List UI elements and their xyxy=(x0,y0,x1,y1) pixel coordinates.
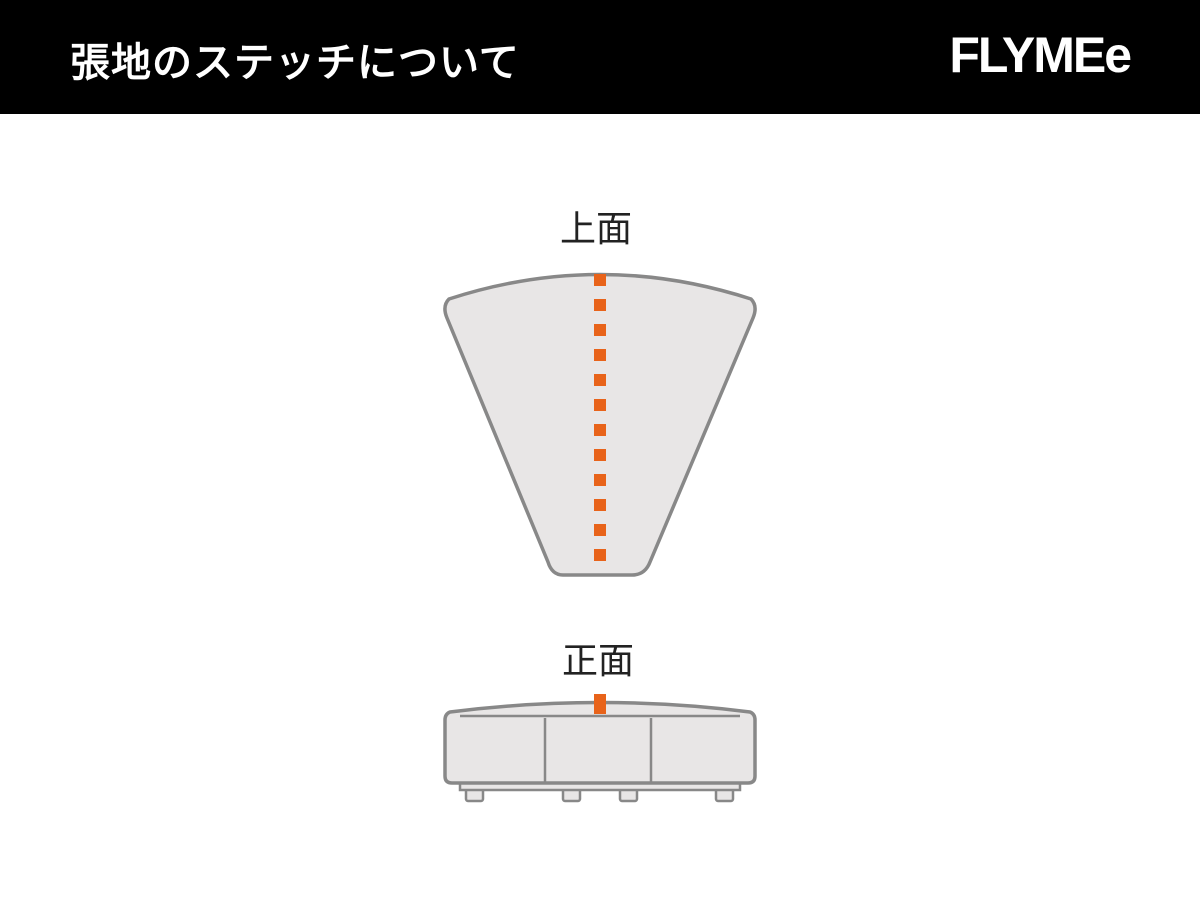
top-view-diagram xyxy=(443,272,757,577)
front-stitch-mark xyxy=(594,694,606,714)
brand-logo: FLYMEe xyxy=(949,27,1132,83)
page-title: 張地のステッチについて xyxy=(70,40,520,86)
header-bar: 張地のステッチについて FLYMEe xyxy=(0,0,1200,114)
front-view-diagram xyxy=(443,694,757,803)
ottoman-body xyxy=(443,700,757,785)
top-view-label: 上面 xyxy=(559,209,632,250)
front-view-label: 正面 xyxy=(561,641,634,682)
